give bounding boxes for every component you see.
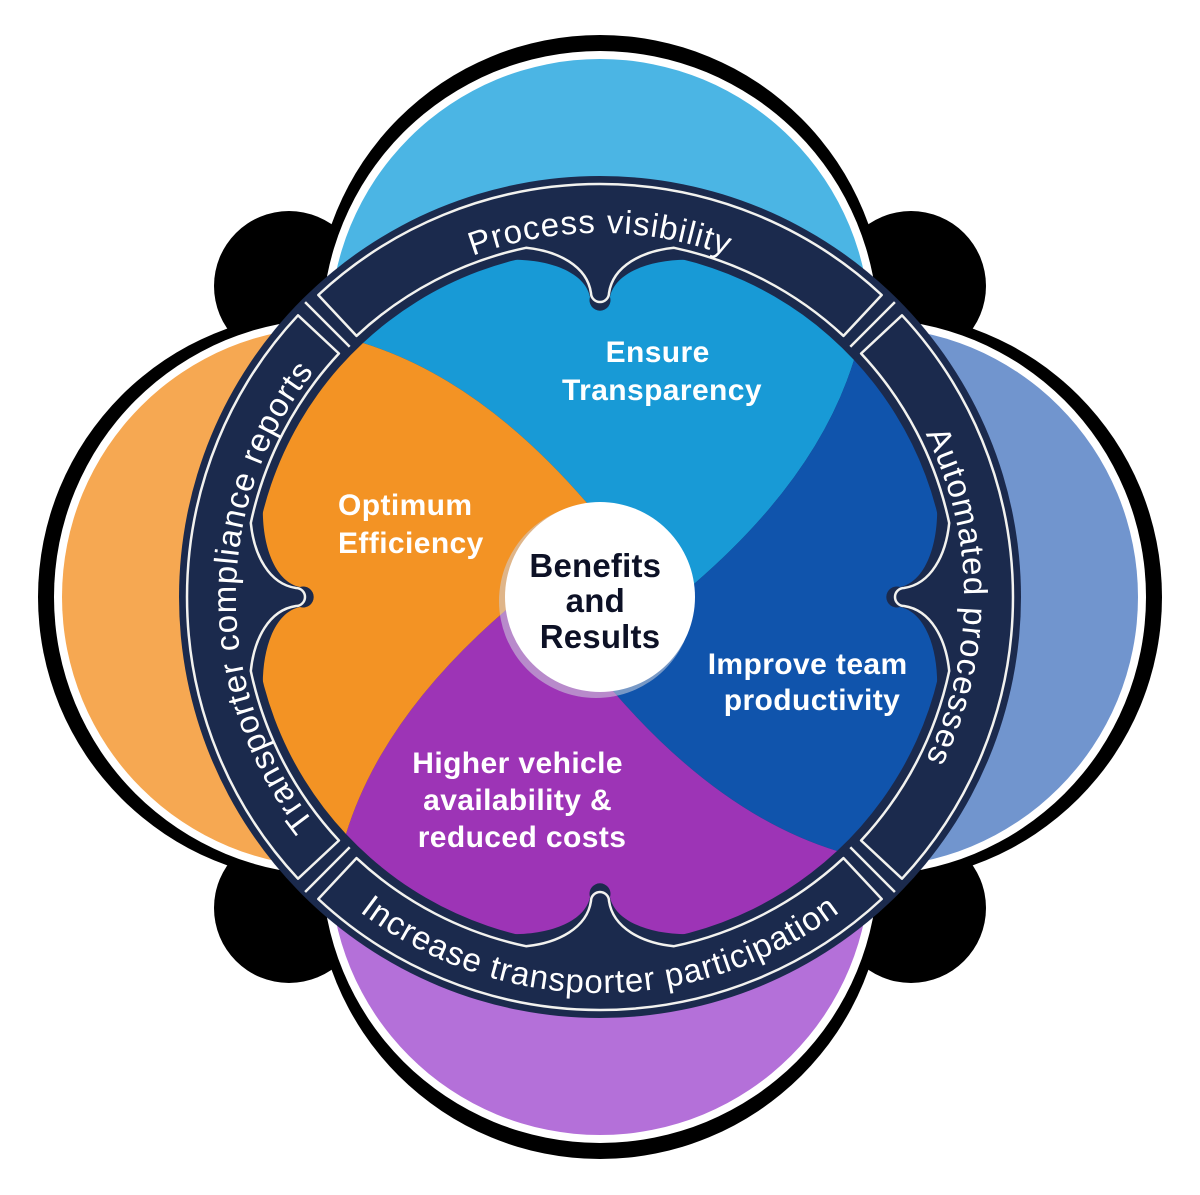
divider-sw — [304, 846, 351, 893]
center-label-line2: and — [566, 582, 625, 619]
quadrant-title-right-line1: Improve team — [708, 648, 908, 681]
quadrant-title-right: Improve team productivity — [708, 648, 917, 717]
divider-se — [849, 846, 896, 893]
quadrant-title-bottom-line2: availability & — [423, 784, 612, 817]
center-label: Benefits and Results — [529, 547, 670, 655]
divider-nw — [304, 301, 351, 348]
inner-pinwheel — [252, 249, 948, 945]
quadrant-title-left-line1: Optimum — [338, 489, 472, 522]
quadrant-title-left-line2: Efficiency — [338, 527, 484, 560]
quadrant-title-top-line2: Transparency — [562, 374, 762, 407]
quadrant-top-ensure-transparency — [363, 249, 854, 598]
segment-dividers — [304, 301, 896, 893]
quadrant-bottom-higher-vehicle-availability — [346, 597, 837, 945]
quadrant-title-bottom-line1: Higher vehicle — [412, 747, 623, 780]
center-label-line3: Results — [540, 618, 661, 655]
quadrant-right-improve-team-productivity — [600, 360, 948, 851]
center-label-line1: Benefits — [529, 547, 661, 584]
quadrant-title-top-line1: Ensure — [606, 336, 710, 369]
quadrant-title-left: Optimum Efficiency — [338, 489, 484, 560]
quadrant-title-top: Ensure Transparency — [562, 336, 762, 407]
quadrant-title-right-line2: productivity — [724, 684, 900, 717]
divider-ne — [849, 301, 896, 348]
quadrant-title-bottom-line3: reduced costs — [418, 821, 627, 854]
quadrant-left-optimum-efficiency — [252, 343, 601, 834]
center-circle — [505, 502, 695, 692]
quadrant-title-bottom: Higher vehicle availability & reduced co… — [412, 747, 631, 854]
